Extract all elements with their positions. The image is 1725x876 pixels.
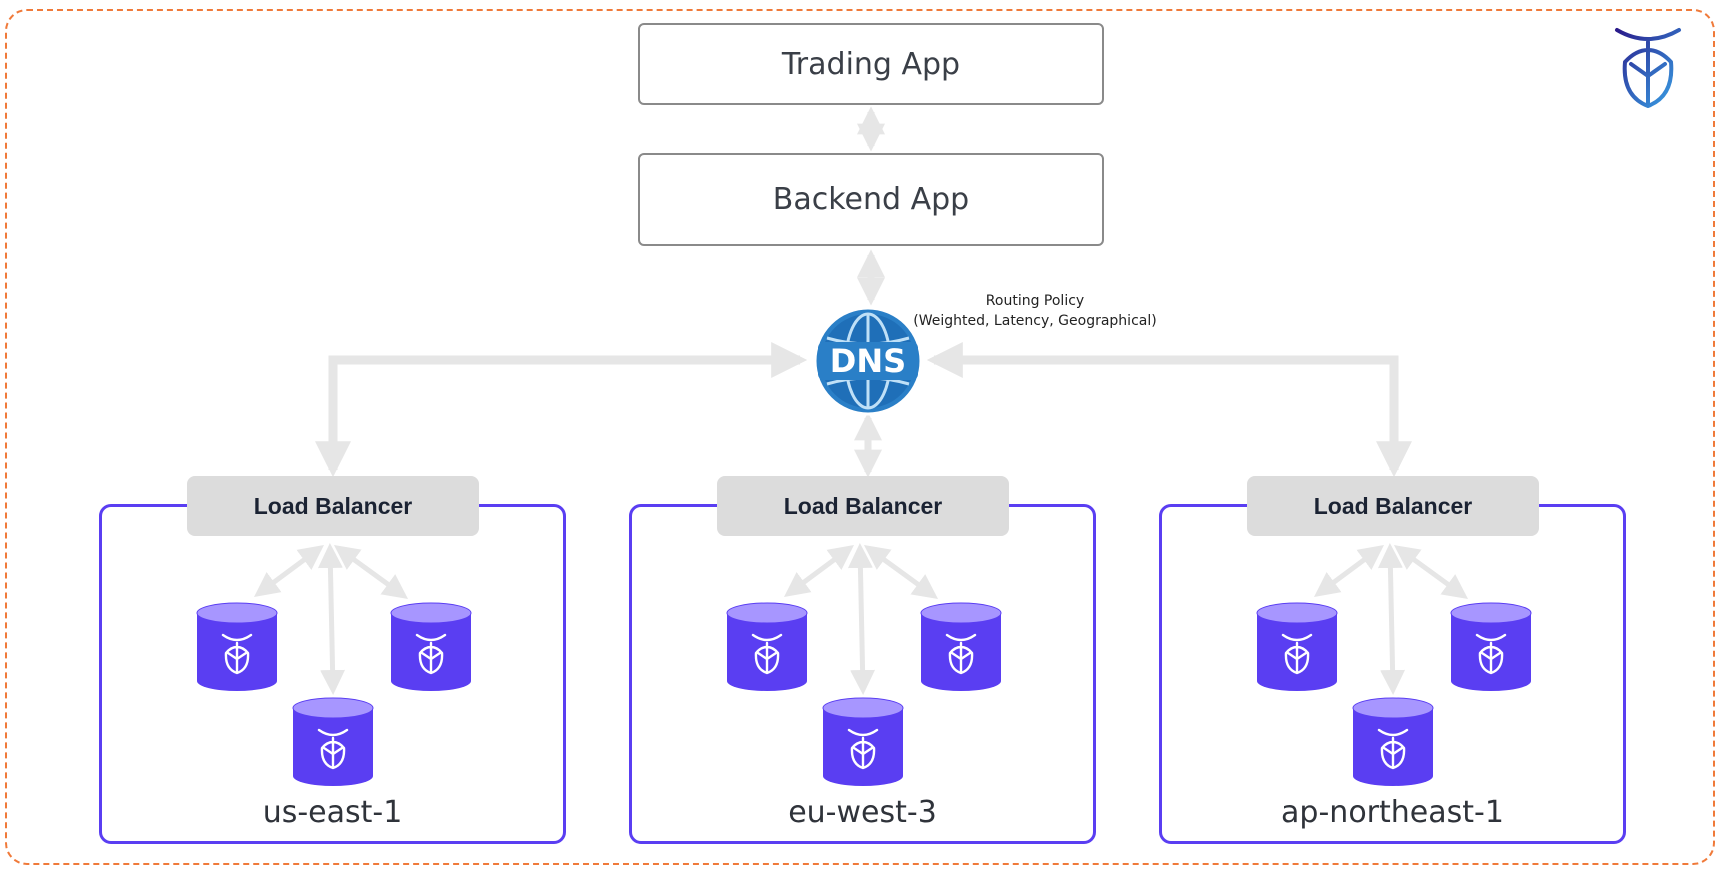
region-label-eu-west-3: eu-west-3 bbox=[788, 795, 937, 830]
trading-app-box: Trading App bbox=[638, 23, 1104, 105]
routing-policy-title: Routing Policy bbox=[985, 293, 1085, 309]
database-icon bbox=[919, 601, 1003, 693]
region-arrows-us-east-1 bbox=[253, 543, 409, 695]
database-icon bbox=[821, 696, 905, 788]
database-icon bbox=[1351, 696, 1435, 788]
arrow-dns-us-lb bbox=[315, 342, 808, 478]
database-icon bbox=[725, 601, 809, 693]
load-balancer-ap-northeast-1: Load Balancer bbox=[1247, 476, 1539, 536]
backend-app-box: Backend App bbox=[638, 153, 1104, 246]
load-balancer-label: Load Balancer bbox=[253, 492, 413, 519]
trading-app-label: Trading App bbox=[781, 46, 961, 82]
region-arrows-ap-northeast-1 bbox=[1313, 543, 1469, 695]
dns-label: DNS bbox=[830, 342, 906, 380]
routing-policy-note: Routing Policy (Weighted, Latency, Geogr… bbox=[910, 291, 1160, 331]
database-icon bbox=[195, 601, 279, 693]
database-icon bbox=[389, 601, 473, 693]
database-icon bbox=[291, 696, 375, 788]
region-arrows-eu-west-3 bbox=[783, 543, 939, 695]
routing-policy-options: (Weighted, Latency, Geographical) bbox=[913, 313, 1157, 329]
dns-icon: DNS bbox=[813, 306, 923, 416]
cockroach-logo-icon bbox=[1615, 28, 1681, 108]
backend-app-label: Backend App bbox=[772, 182, 970, 217]
database-icon bbox=[1449, 601, 1533, 693]
load-balancer-us-east-1: Load Balancer bbox=[187, 476, 479, 536]
diagram-frame bbox=[5, 9, 1715, 865]
region-label-us-east-1: us-east-1 bbox=[262, 795, 403, 830]
load-balancer-eu-west-3: Load Balancer bbox=[717, 476, 1009, 536]
database-icon bbox=[1255, 601, 1339, 693]
arrow-dns-ap-lb bbox=[926, 342, 1412, 478]
load-balancer-label: Load Balancer bbox=[1313, 492, 1473, 519]
region-label-ap-northeast-1: ap-northeast-1 bbox=[1281, 795, 1504, 830]
load-balancer-label: Load Balancer bbox=[783, 492, 943, 519]
